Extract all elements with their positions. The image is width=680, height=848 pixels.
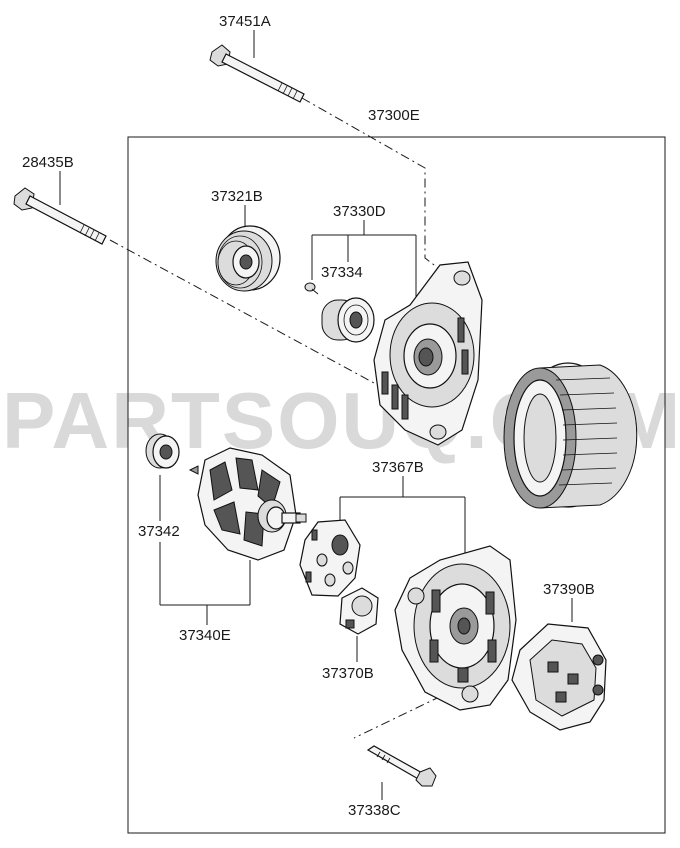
label-37451A: 37451A xyxy=(219,13,271,30)
label-37370B: 37370B xyxy=(322,665,374,682)
bolt-37451A xyxy=(209,44,305,103)
label-37300E: 37300E xyxy=(368,107,420,124)
stator xyxy=(503,362,638,509)
pulley-37321B xyxy=(215,225,281,292)
regulator-holder-37370B xyxy=(339,587,379,635)
label-37367B: 37367B xyxy=(372,459,424,476)
bolt-37338C xyxy=(366,745,437,787)
label-37330D: 37330D xyxy=(333,203,386,220)
bearing-front xyxy=(321,297,375,343)
front-bracket-37330D xyxy=(373,261,483,446)
small-bolt-37334 xyxy=(304,282,319,295)
label-28435B: 28435B xyxy=(22,154,74,171)
label-37390B: 37390B xyxy=(543,581,595,598)
label-37342: 37342 xyxy=(138,523,180,540)
label-37340E: 37340E xyxy=(179,627,231,644)
rotor-37340E xyxy=(188,447,307,561)
rectifier-plate xyxy=(299,519,361,597)
rear-cover-37390B xyxy=(511,623,607,731)
bearing-rotor-37342 xyxy=(145,433,180,469)
label-37334: 37334 xyxy=(321,264,363,281)
rear-bracket-37367B xyxy=(394,545,517,711)
bolt-28435B xyxy=(13,187,107,245)
leader-lines xyxy=(59,30,573,800)
label-37321B: 37321B xyxy=(211,188,263,205)
assembly-frame xyxy=(127,136,666,834)
label-37338C: 37338C xyxy=(348,802,401,819)
